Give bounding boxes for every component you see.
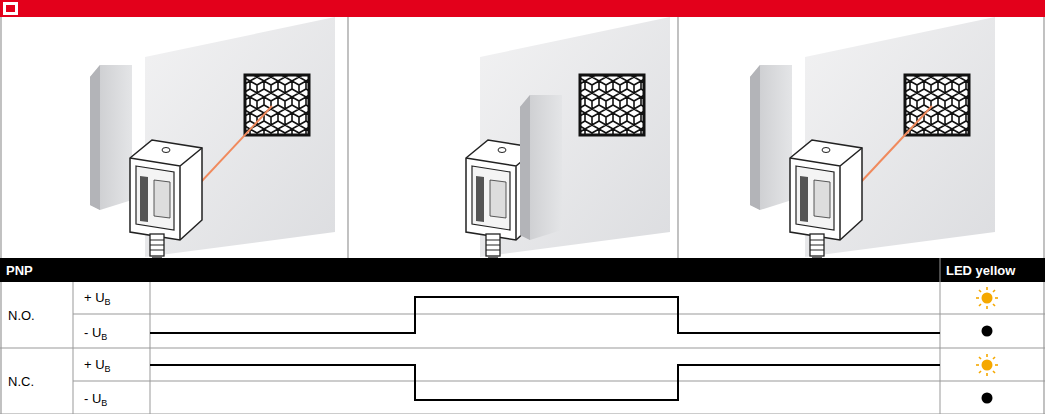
signal-name: - UB bbox=[84, 325, 107, 340]
signal-name: + UB bbox=[84, 357, 111, 372]
column-header: LED yellow bbox=[946, 263, 1015, 278]
output-type: N.O. bbox=[8, 308, 35, 323]
output-type: N.C. bbox=[8, 374, 34, 389]
signal-name: - UB bbox=[84, 391, 107, 406]
signal-name: + UB bbox=[84, 290, 111, 305]
table-header: PNP bbox=[6, 263, 33, 278]
